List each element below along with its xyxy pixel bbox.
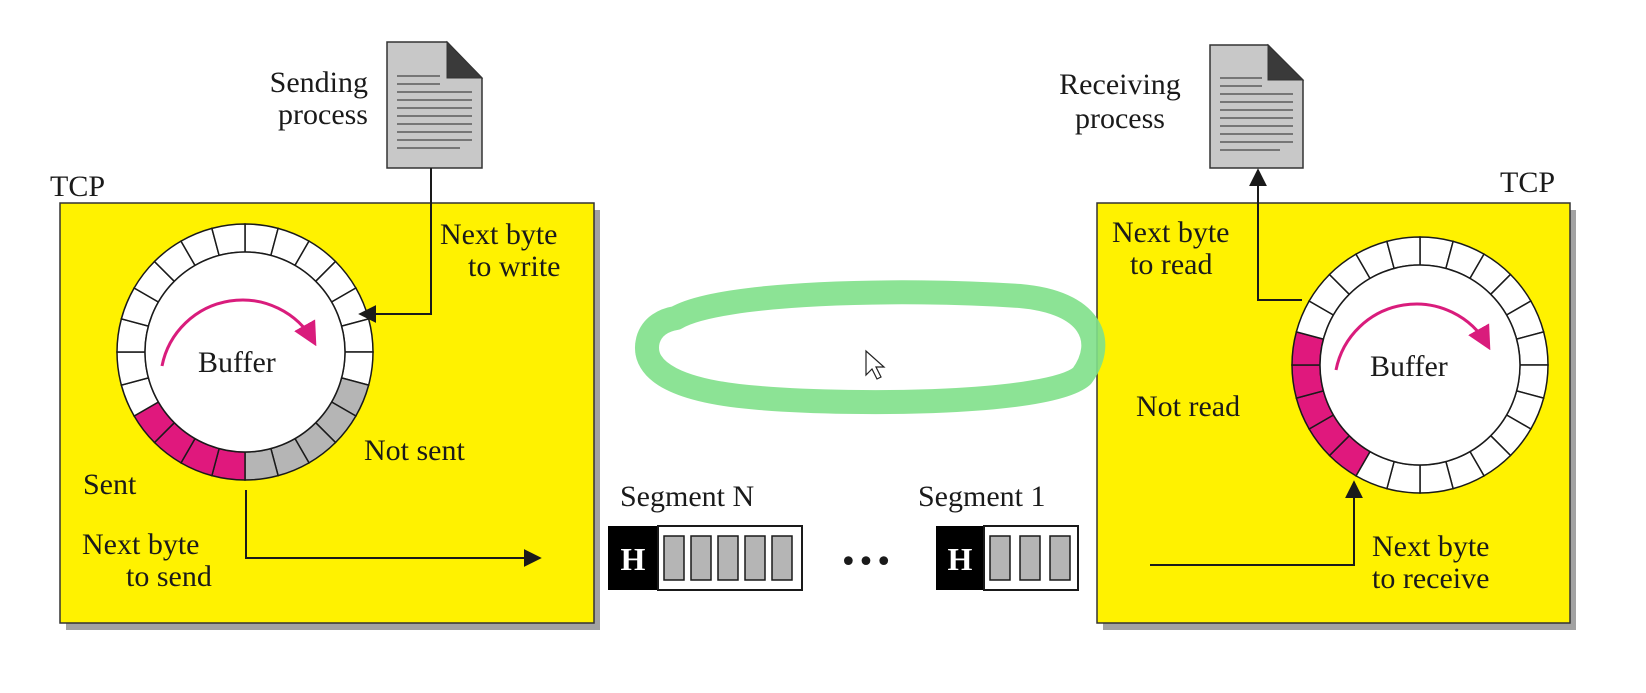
sender-buffer-label: Buffer: [198, 346, 276, 379]
receiving-process-label-line1: Receiving: [1059, 68, 1181, 101]
sender-tcp-label: TCP: [50, 170, 106, 203]
not-sent-label: Not sent: [364, 434, 465, 467]
highlight-annotation: [635, 280, 1106, 415]
next-byte-to-receive-line1: Next byte: [1372, 530, 1490, 563]
receiver-rotation-arrow: [1334, 302, 1491, 371]
next-byte-to-send-line1: Next byte: [82, 528, 200, 561]
next-byte-to-read-line1: Next byte: [1112, 216, 1230, 249]
next-byte-to-read-line2: to read: [1130, 248, 1213, 281]
next-byte-to-write-line2: to write: [468, 250, 561, 283]
segment-1-packet: H: [936, 525, 1079, 591]
sending-process-label-line1: Sending: [269, 66, 368, 99]
not-read-label: Not read: [1136, 390, 1241, 423]
sent-label: Sent: [83, 468, 137, 501]
segment-1-label: Segment 1: [918, 480, 1046, 513]
next-byte-to-write-arrow: [358, 168, 432, 323]
next-byte-to-receive-arrow: [1150, 480, 1363, 566]
sender-rotation-arrow: [160, 298, 317, 367]
receiving-process-document-icon: [1209, 43, 1305, 169]
sending-process-document-icon: [386, 40, 484, 169]
receiver-buffer-label: Buffer: [1370, 350, 1448, 383]
sending-process-label-line2: process: [278, 98, 368, 131]
sender-buffer-center: [144, 251, 346, 453]
mouse-cursor-icon: [865, 349, 886, 380]
receiver-circular-buffer: [1291, 236, 1549, 494]
next-byte-to-send-arrow: [245, 490, 542, 567]
segment-n-header: H: [621, 541, 646, 577]
segments-ellipsis: •••: [839, 545, 892, 580]
sender-circular-buffer: [116, 223, 374, 481]
next-byte-to-send-line2: to send: [126, 560, 212, 593]
next-byte-to-receive-line2: to receive: [1372, 562, 1490, 595]
receiver-buffer-center: [1319, 264, 1521, 466]
next-byte-to-read-arrow: [1249, 168, 1302, 301]
next-byte-to-write-line1: Next byte: [440, 218, 558, 251]
receiver-tcp-label: TCP: [1500, 166, 1556, 199]
segment-n-packet: H: [608, 525, 803, 591]
segment-n-label: Segment N: [620, 480, 755, 513]
segment-1-header: H: [948, 541, 973, 577]
receiving-process-label-line2: process: [1075, 102, 1165, 135]
